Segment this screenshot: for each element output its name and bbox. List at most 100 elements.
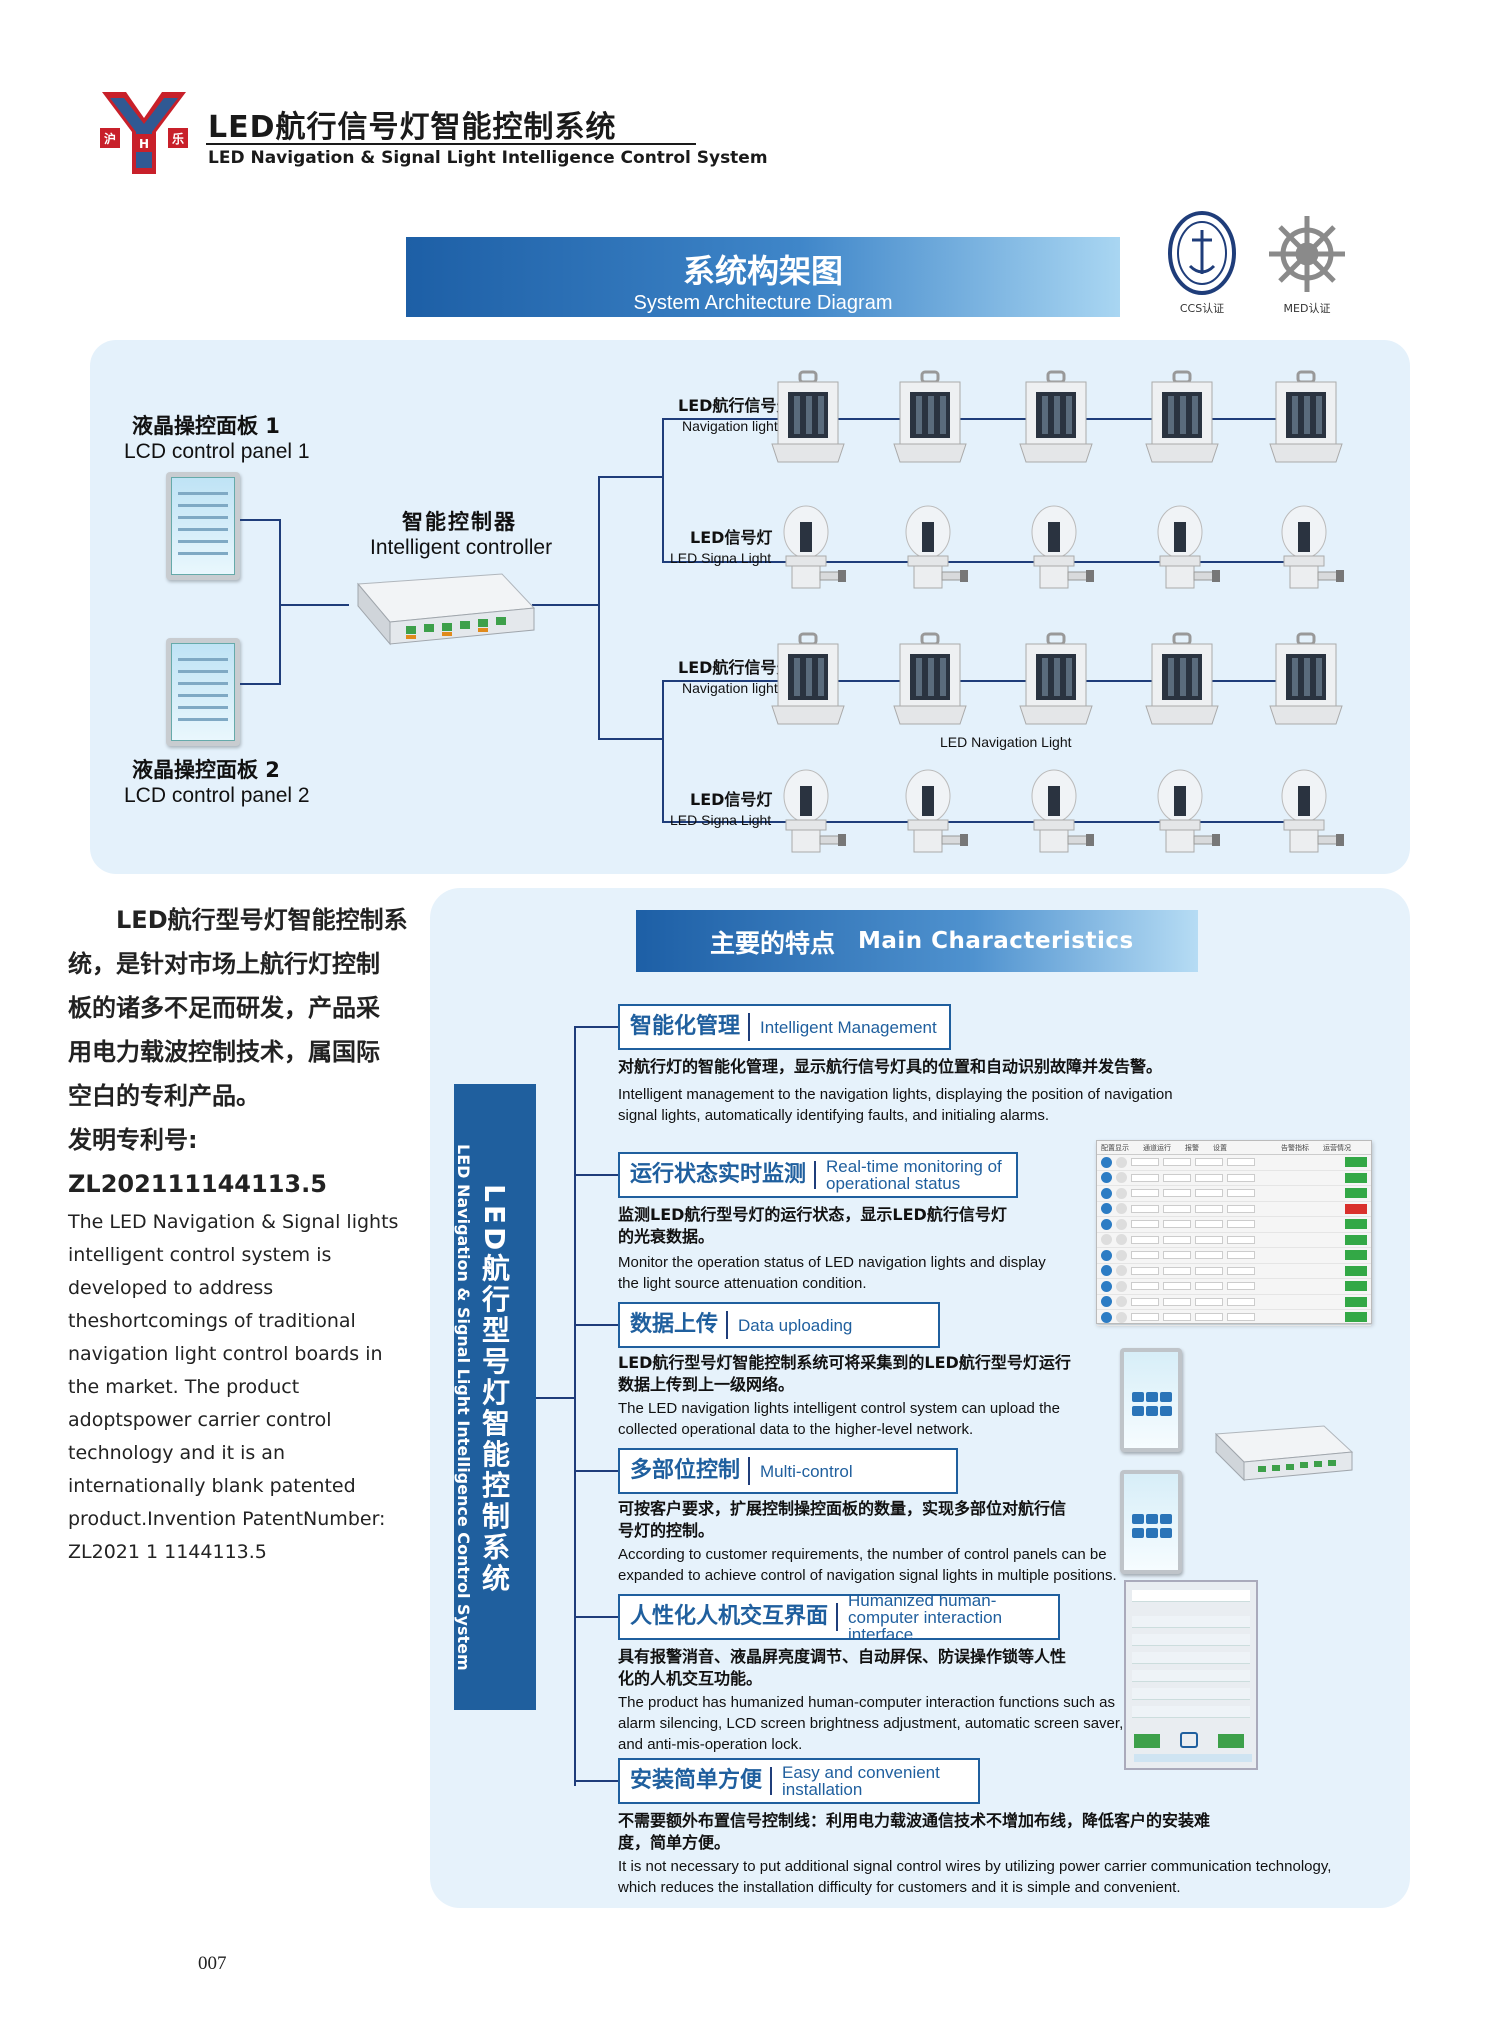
intro-cn-line: 统，是针对市场上航行灯控制 [68,950,380,978]
status-table-row [1097,1248,1371,1264]
architecture-banner-cn: 系统构架图 [682,252,843,290]
connector-line [598,476,662,478]
ccs-cert-label: CCS认证 [1179,302,1225,315]
status-table-row [1097,1295,1371,1310]
connector-line [662,418,806,420]
intro-en-line: intelligent control system is [68,1244,332,1266]
feature-title-en: Easy and convenient installation [782,1763,940,1799]
control-panel-image-1 [1120,1348,1182,1452]
feature-humanized-interface: 人性化人机交互界面 Humanized human-computer inter… [618,1590,1061,1644]
intro-en-line: The LED Navigation & Signal lights [68,1211,399,1233]
feature-title-cn: 数据上传 [620,1311,729,1339]
status-table-row [1097,1186,1371,1202]
page-title: LED航行信号灯智能控制系统 [208,110,617,145]
feature-intelligent-management: 智能化管理 Intelligent Management [618,1004,951,1050]
feature-data-uploading: 数据上传 Data uploading [618,1302,941,1348]
feature-desc-cn: 对航行灯的智能化管理，显示航行信号灯具的位置和自动识别故障并发告警。 [618,1057,1163,1076]
feature-desc-en: The product has humanized human-computer… [618,1694,1124,1753]
ccs-cert: CCS认证 [1162,210,1242,316]
connector-line [279,604,349,606]
panel1-label-en: LCD control panel 1 [124,440,310,463]
row1-label-cn: LED航行信号灯 [678,396,793,415]
lcd-panel-2-image [166,638,240,746]
architecture-banner-en: System Architecture Diagram [633,292,893,314]
page-subtitle: LED Navigation & Signal Light Intelligen… [208,148,768,168]
controller-label-en: Intelligent controller [370,536,553,559]
row4-label-cn: LED信号灯 [690,790,773,809]
connector-line [240,519,280,521]
feature-desc-en: Monitor the operation status of LED navi… [618,1254,1046,1292]
intro-en-line: navigation light control boards in [68,1343,383,1365]
vertical-title-cn: LED航行型号灯智能控制系统 [478,1184,511,1595]
features-banner-cn: 主要的特点 [710,929,836,958]
signal-light-image [905,505,968,589]
feature-title-cn: 多部位控制 [620,1457,751,1485]
features-banner: 主要的特点 Main Characteristics [636,910,1198,972]
feature-title-en: Intelligent Management [760,1017,937,1037]
row3-label-en: Navigation light [682,680,778,696]
tree-trunk [574,1026,576,1786]
lock-icon [1180,1732,1198,1748]
feature-desc-en: According to customer requirements, the … [618,1546,1117,1584]
status-table-row [1097,1279,1371,1295]
status-table-row [1097,1310,1371,1326]
feature-desc-en: The LED navigation lights intelligent co… [618,1400,1060,1438]
feature-desc-cn: 不需要额外布置信号控制线：利用电力载波通信技术不增加布线，降低客户的安装难度，简… [618,1811,1211,1852]
connector-line [662,821,806,823]
tree-branch [574,1780,618,1782]
feature-easy-installation: 安装简单方便 Easy and convenient installation [618,1758,981,1804]
navigation-light-image [1019,370,1093,463]
page-number: 007 [198,1953,227,1974]
logo-letter-1: 沪 [104,131,116,146]
navigation-light-image [893,632,967,725]
connector-line [662,680,664,822]
navigation-light-image [893,370,967,463]
panel2-label-cn: 液晶操控面板 2 [132,758,280,782]
feature-title-en: Humanized human-computer interaction int… [848,1590,1003,1644]
logo-letter-2: H [139,137,149,151]
intro-en-line: theshortcomings of traditional [68,1310,356,1332]
connector-line [662,680,806,682]
tree-branch [574,1616,618,1618]
status-monitor-screenshot: 配置显示通道运行报警设置告警指标运营情况 [1096,1140,1372,1326]
intro-en: The LED Navigation & Signal lights intel… [68,1206,438,1569]
ccs-seal-icon [1168,211,1236,295]
lcd-panel-1-image [166,472,240,580]
status-table-row [1097,1202,1371,1217]
vertical-title-en: LED Navigation & Signal Light Intelligen… [454,1144,473,1671]
feature-title-cn: 运行状态实时监测 [620,1161,817,1189]
control-panel-image-2 [1120,1470,1182,1574]
feature-desc-cn: 可按客户要求，扩展控制操控面板的数量，实现多部位对航行信号灯的控制。 [618,1499,1067,1540]
feature-title-en: Multi-control [760,1461,853,1481]
intro-en-line: ZL2021 1 1144113.5 [68,1541,267,1563]
row4-label-en: LED Signa Light [670,812,772,828]
tree-branch [574,1470,618,1472]
navigation-light-image [771,370,845,463]
feature-title-cn: 智能化管理 [620,1013,751,1041]
signal-light-image [1157,505,1220,589]
feature-desc-cn: 监测LED航行型号灯的运行状态，显示LED航行信号灯的光衰数据。 [618,1205,1007,1246]
vertical-title-bar: LED Navigation & Signal Light Intelligen… [454,1084,536,1710]
tree-connector [536,1397,574,1399]
navigation-light-image [1145,370,1219,463]
signal-light-image [1157,769,1220,853]
status-table-rows [1097,1155,1371,1326]
nav-light-caption: LED Navigation Light [940,734,1072,750]
controller-image [1214,1425,1354,1482]
connector-line [662,561,806,563]
feature-multi-control: 多部位控制 Multi-control [618,1448,959,1494]
intelligent-controller-image [356,573,536,646]
connector-line [662,418,664,562]
signal-light-image [905,769,968,853]
med-cert-label: MED认证 [1283,302,1331,315]
connector-line [598,476,600,738]
status-table-row [1097,1233,1371,1248]
title-divider [206,143,696,145]
intro-en-line: adoptspower carrier control [68,1409,332,1431]
tree-branch [574,1026,618,1028]
signal-light-image [1031,505,1094,589]
intro-en-line: internationally blank patented [68,1475,356,1497]
navigation-light-image [1145,632,1219,725]
connector-line [240,683,280,685]
navigation-light-image [771,632,845,725]
